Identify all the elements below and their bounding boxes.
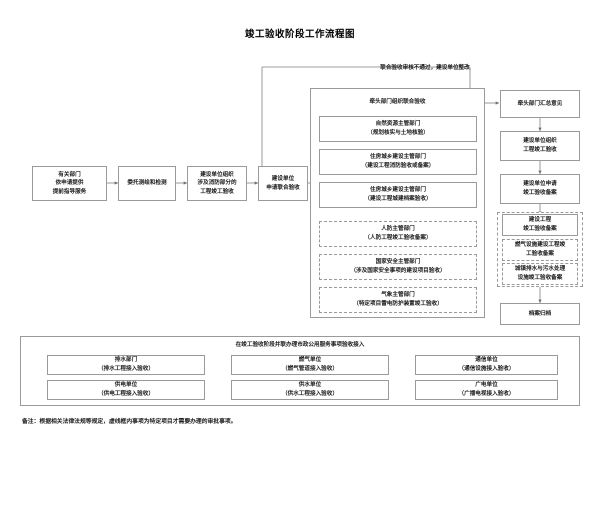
node-construction-project-filing: 建设工程 竣工验收备案	[502, 214, 578, 236]
node-line-2: 设施竣工验收备案	[517, 275, 563, 281]
node-line-1: 牵头部门汇总意见	[517, 100, 563, 107]
reject-label: 联合验收审核不通过，建设单位整改	[380, 65, 470, 71]
node-line-1: 建设单位组织	[523, 138, 557, 145]
node-apply-record-filing: 建设单位申请 竣工验收备案	[500, 174, 580, 204]
node-civil-defense-dept: 人防主管部门 （人防工程竣工验收备案）	[319, 221, 477, 247]
node-housing-fire-dept: 住房城乡建设主管部门 （建设工程消防验收或备案）	[319, 149, 477, 175]
node-line-2: 工验收备案	[526, 251, 554, 257]
node-line-1: 排水部门	[114, 357, 138, 364]
node-line-1: 建设单位申请	[523, 181, 557, 188]
node-line-1: 建设工程	[528, 217, 552, 224]
footnote: 备注：根据相关法律法规等规定，虚线框内事项为特定项目才需要办理的审批事项。	[22, 419, 237, 425]
node-gas-unit: 燃气单位 （燃气管道接入验收）	[231, 355, 389, 375]
node-line-2: （燃气管道接入验收）	[282, 366, 338, 372]
node-meteorological-dept: 气象主管部门 （特定项目雷电防护装置竣工验收）	[319, 287, 477, 313]
node-line-2: 竣工验收备案	[523, 226, 557, 232]
node-line-1: 气象主管部门	[381, 292, 415, 299]
node-line-1: 通信单位	[475, 357, 498, 364]
node-line-1: 自然资源主管部门	[375, 121, 421, 128]
node-line-1: 住房城乡建设主管部门	[370, 154, 426, 161]
node-line-1: 建设单位组织	[200, 171, 234, 178]
node-line-2: （广播电视接入验收）	[458, 391, 515, 397]
node-survey-and-testing: 委托测绘和检测	[118, 166, 176, 201]
node-line-1: 人防主管部门	[381, 226, 415, 233]
node-line-1: 燃气设施建设工程竣	[514, 242, 566, 249]
node-line-2: 涉及消防部分的	[197, 180, 237, 187]
node-telecom-unit: 通信单位 （通信设施接入验收）	[415, 355, 558, 375]
node-line-2: 依申请提供	[55, 180, 84, 187]
node-line-2: 申请联合验收	[266, 184, 300, 191]
node-gas-facility-filing: 燃气设施建设工程竣 工验收备案	[502, 239, 578, 261]
node-line-1: 住房城乡建设主管部门	[370, 187, 426, 194]
node-line-2: （特定项目雷电防护装置竣工验收）	[353, 301, 443, 307]
node-line-1: 燃气单位	[298, 357, 322, 364]
node-line-2: （涉及国家安全事项的建设项目验收）	[350, 268, 446, 274]
node-line-2: （排水工程接入验收）	[98, 366, 154, 372]
node-drainage-sewage-filing: 城镇排水与污水处理 设施竣工验收备案	[502, 263, 578, 285]
node-line-1: 国家安全主管部门	[375, 259, 421, 266]
node-line-2: （规划核实与土地核验）	[367, 130, 429, 136]
node-line-1: 建设单位	[271, 175, 295, 182]
joint-acceptance-header: 牵头部门组织联合验收	[369, 99, 426, 105]
node-line-2: （通信设施接入验收）	[458, 366, 515, 372]
node-line-2: （供电工程接入验收）	[98, 391, 154, 397]
node-drainage-unit: 排水部门 （排水工程接入验收）	[47, 355, 205, 375]
node-line-2: （建设工程消防验收或备案）	[361, 163, 435, 169]
node-housing-archives-dept: 住房城乡建设主管部门 （建设工程城建档案验收）	[319, 182, 477, 208]
node-broadcast-unit: 广电单位 （广播电视接入验收）	[415, 380, 558, 400]
node-line-1: 城镇排水与污水处理	[514, 266, 566, 273]
node-line-1: 供水单位	[298, 382, 322, 389]
node-line-2: 竣工验收备案	[523, 190, 557, 196]
node-line-1: 广电单位	[475, 382, 498, 389]
node-power-unit: 供电单位 （供电工程接入验收）	[47, 380, 205, 400]
node-line-1: 供电单位	[114, 382, 138, 389]
node-line-2: （人防工程竣工验收备案）	[364, 235, 432, 241]
node-line-2: （建设工程城建档案验收）	[364, 196, 432, 202]
node-line-1: 有关部门	[58, 171, 81, 178]
node-line-2: （供水工程接入验收）	[282, 391, 338, 397]
page-title: 竣工验收阶段工作流程图	[244, 29, 355, 40]
node-archive-filing: 档案归档	[500, 303, 580, 325]
node-lead-dept-summary: 牵头部门汇总意见	[500, 90, 580, 118]
node-advance-guidance: 有关部门 依申请提供 提前指导服务	[32, 166, 107, 201]
node-line-1: 委托测绘和检测	[127, 180, 167, 187]
node-line-3: 提前指导服务	[52, 188, 87, 195]
node-line-1: 档案归档	[528, 310, 552, 317]
node-owner-organizes-acceptance: 建设单位组织 工程竣工验收	[500, 131, 580, 161]
municipal-services-header: 在竣工验收阶段并联办理市政公用服务事项验收接入	[235, 342, 365, 348]
node-water-supply-unit: 供水单位 （供水工程接入验收）	[231, 380, 389, 400]
node-fire-acceptance: 建设单位组织 涉及消防部分的 工程竣工验收	[187, 166, 247, 201]
node-apply-joint-acceptance: 建设单位 申请联合验收	[258, 166, 308, 201]
node-line-3: 工程竣工验收	[200, 188, 234, 195]
node-natural-resources-dept: 自然资源主管部门 （规划核实与土地核验）	[319, 116, 477, 142]
node-line-2: 工程竣工验收	[523, 147, 557, 153]
node-national-security-dept: 国家安全主管部门 （涉及国家安全事项的建设项目验收）	[319, 254, 477, 280]
